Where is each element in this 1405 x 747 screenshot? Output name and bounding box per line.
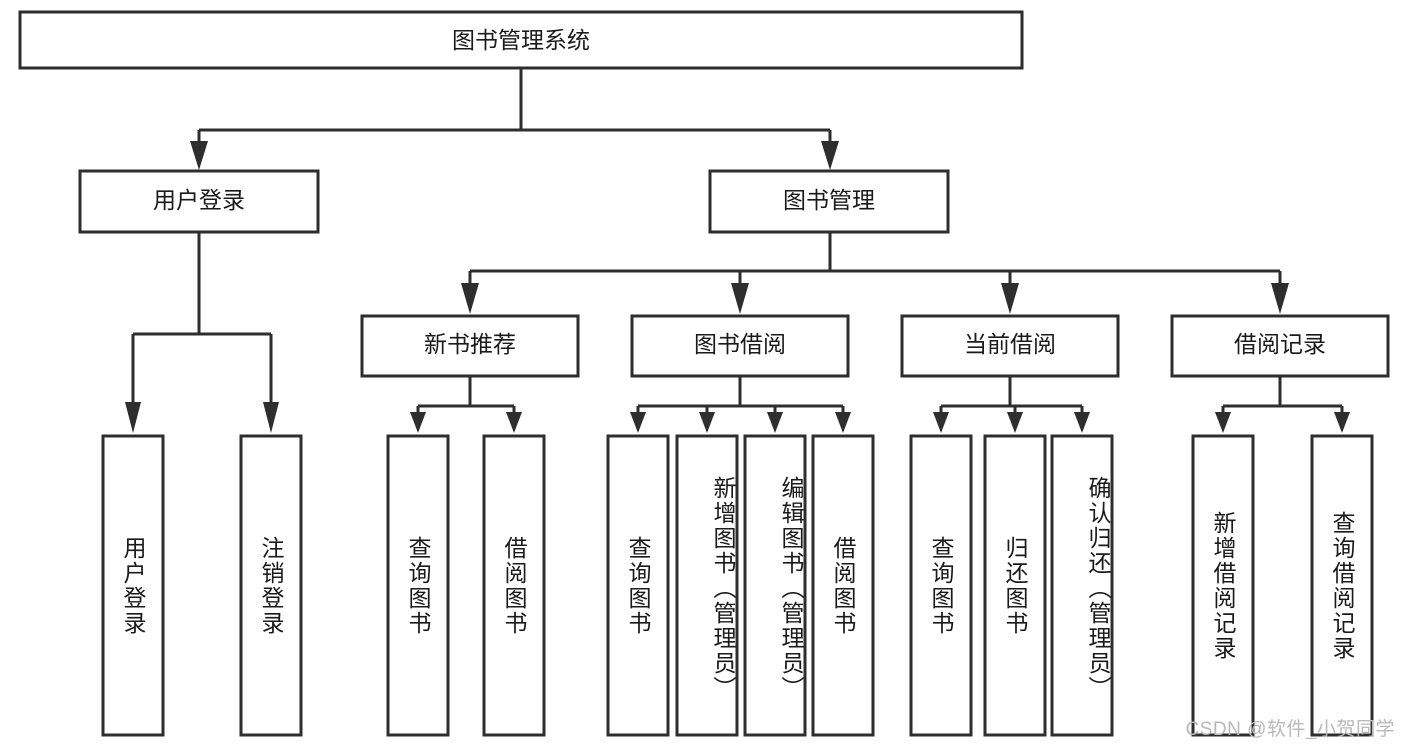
arrow-head-leaf-logout-login xyxy=(263,402,279,433)
node-leaf-borrow-book-recommend-box[interactable] xyxy=(482,434,546,737)
node-root-box[interactable] xyxy=(18,10,1024,70)
node-book-management-box[interactable] xyxy=(708,169,950,234)
node-leaf-confirm-return-admin-box[interactable] xyxy=(1050,434,1114,737)
arrow-head-leaf-query-borrow-record xyxy=(1334,412,1350,433)
arrow-head-leaf-add-borrow-record xyxy=(1215,412,1231,433)
node-borrow-record-box[interactable] xyxy=(1170,314,1390,378)
arrow-head-leaf-confirm-return-admin xyxy=(1074,412,1090,433)
node-book-management-label: 图书管理 xyxy=(783,187,875,213)
csdn-watermark: CSDN @软件_小贺同学 xyxy=(1185,719,1395,740)
arrow-head-leaf-return-book xyxy=(1007,412,1023,433)
arrow-head-borrow-record xyxy=(1271,283,1289,314)
arrow-head-current-borrow xyxy=(1001,283,1019,314)
arrow-head-leaf-borrow-book xyxy=(835,412,851,433)
node-leaf-add-borrow-record-box[interactable] xyxy=(1191,434,1255,737)
arrow-head-leaf-query-book-current xyxy=(933,412,949,433)
node-book-borrow[interactable]: 图书借阅 xyxy=(630,314,850,378)
node-user-login[interactable]: 用户登录 xyxy=(78,169,320,234)
arrow-head-leaf-query-book-recommend xyxy=(410,412,426,433)
node-current-borrow-box[interactable] xyxy=(900,314,1120,378)
node-borrow-record[interactable]: 借阅记录 xyxy=(1170,314,1390,378)
arrow-head-leaf-edit-book-admin xyxy=(767,412,783,433)
arrow-head-leaf-add-book-admin xyxy=(699,412,715,433)
node-leaf-user-login-box[interactable] xyxy=(101,434,165,737)
node-root-label: 图书管理系统 xyxy=(452,27,590,53)
node-book-borrow-label: 图书借阅 xyxy=(694,331,786,357)
arrow-head-leaf-query-book-borrow xyxy=(630,412,646,433)
node-book-management[interactable]: 图书管理 xyxy=(708,169,950,234)
arrow-head-leaf-borrow-book-recommend xyxy=(506,412,522,433)
node-leaf-borrow-book-box[interactable] xyxy=(811,434,875,737)
node-new-book-recommend-label: 新书推荐 xyxy=(424,331,516,357)
node-user-login-label: 用户登录 xyxy=(153,187,245,213)
node-leaf-query-book-current-box[interactable] xyxy=(909,434,973,737)
node-new-book-recommend[interactable]: 新书推荐 xyxy=(360,314,580,378)
node-layer: 图书管理系统 用户登录 图书管理 新书推荐 图书借阅 当前 xyxy=(18,10,1390,737)
node-new-book-recommend-box[interactable] xyxy=(360,314,580,378)
arrow-head-leaf-user-login xyxy=(125,402,141,433)
arrow-head-new-book-recommend xyxy=(461,283,479,314)
arrow-head-book-borrow xyxy=(731,283,749,314)
node-leaf-query-book-recommend-box[interactable] xyxy=(386,434,450,737)
node-leaf-logout-login-box[interactable] xyxy=(239,434,303,737)
node-current-borrow[interactable]: 当前借阅 xyxy=(900,314,1120,378)
node-leaf-edit-book-admin-box[interactable] xyxy=(743,434,807,737)
node-current-borrow-label: 当前借阅 xyxy=(964,331,1056,357)
node-leaf-return-book-box[interactable] xyxy=(983,434,1047,737)
node-user-login-box[interactable] xyxy=(78,169,320,234)
arrow-head-book-management xyxy=(821,141,839,170)
connector-layer xyxy=(125,68,1350,433)
node-book-borrow-box[interactable] xyxy=(630,314,850,378)
node-leaf-query-book-borrow-box[interactable] xyxy=(606,434,670,737)
node-leaf-query-borrow-record-box[interactable] xyxy=(1310,434,1374,737)
node-leaf-add-book-admin-box[interactable] xyxy=(675,434,739,737)
arrow-head-user-login xyxy=(190,141,208,170)
node-root[interactable]: 图书管理系统 xyxy=(18,10,1024,70)
node-borrow-record-label: 借阅记录 xyxy=(1234,331,1326,357)
